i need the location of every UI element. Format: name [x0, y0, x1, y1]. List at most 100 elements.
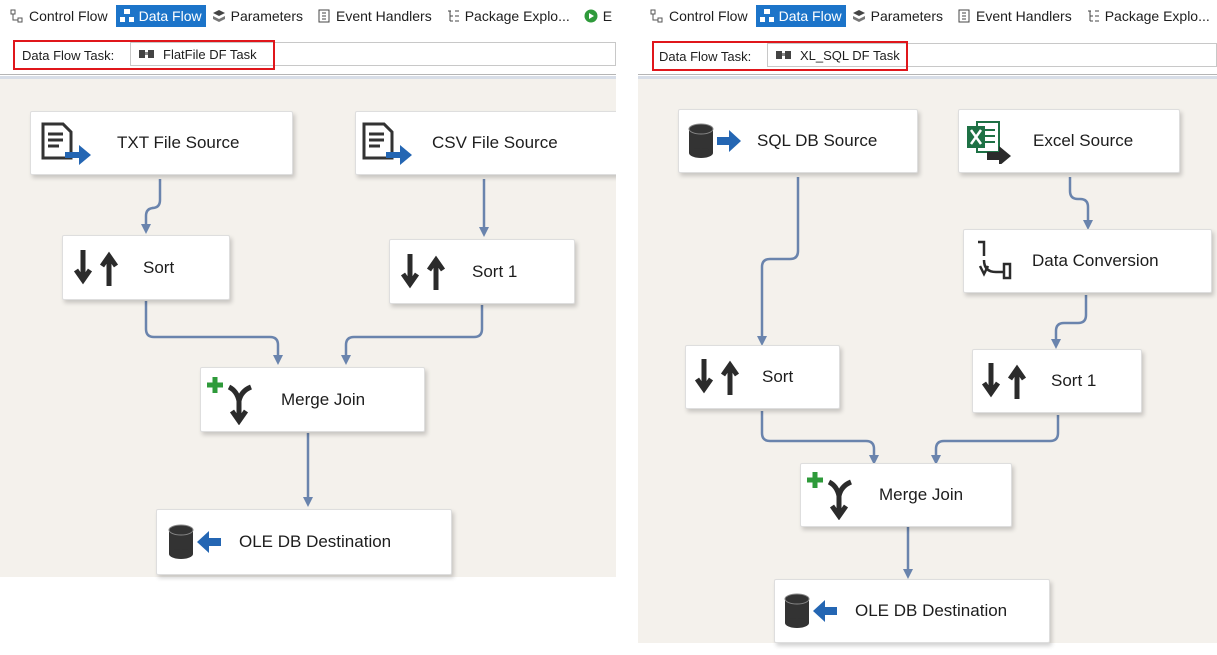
excel-source-node[interactable]: Excel Source — [958, 109, 1180, 173]
ole-db-destination-label: OLE DB Destination — [239, 532, 392, 551]
right-designer-panel: Control Flow Data Flow Parameters Event … — [638, 0, 1217, 655]
tab-package-explorer[interactable]: Package Explo... — [442, 5, 574, 27]
sort-node[interactable]: Sort — [62, 235, 230, 300]
connector-layer — [141, 179, 489, 507]
merge-join-node[interactable]: Merge Join — [800, 463, 1012, 527]
taskbar-divider — [638, 74, 1217, 75]
data-flow-task-icon — [776, 48, 792, 62]
parameters-icon — [852, 9, 866, 23]
tab-event-handlers-label: Event Handlers — [335, 8, 432, 24]
tab-package-explorer[interactable]: Package Explo... — [1082, 5, 1214, 27]
tab-execution-label: E — [602, 8, 613, 24]
merge-join-icon — [207, 376, 253, 425]
ole-db-destination-label: OLE DB Destination — [855, 601, 1008, 620]
designer-tabs: Control Flow Data Flow Parameters Event … — [646, 4, 1214, 28]
sort-1-node[interactable]: Sort 1 — [972, 349, 1142, 413]
path-sort1-to-merge — [341, 305, 484, 365]
ole-db-destination-icon — [784, 593, 837, 628]
tab-event-handlers-label: Event Handlers — [975, 8, 1072, 24]
flat-file-source-icon — [362, 122, 412, 165]
path-sort-to-merge — [144, 301, 283, 365]
flat-file-source-icon — [41, 122, 91, 165]
tab-parameters[interactable]: Parameters — [848, 5, 947, 27]
parameters-icon — [212, 9, 226, 23]
txt-file-source-node[interactable]: TXT File Source — [30, 111, 293, 175]
csv-file-source-label: CSV File Source — [432, 133, 558, 152]
left-designer-panel: Control Flow Data Flow Parameters Event … — [0, 4, 616, 577]
tab-data-flow[interactable]: Data Flow — [115, 5, 206, 27]
tab-data-flow-label: Data Flow — [138, 8, 202, 24]
data-flow-task-icon — [139, 47, 155, 61]
tab-event-handlers[interactable]: Event Handlers — [313, 5, 436, 27]
connector-layer — [757, 177, 1093, 579]
data-flow-task-label: Data Flow Task: — [22, 48, 115, 63]
path-sql-to-sort — [757, 177, 800, 346]
path-sort-to-merge — [760, 411, 879, 465]
sort-icon — [981, 363, 1027, 399]
tab-data-flow[interactable]: Data Flow — [755, 5, 846, 27]
tab-event-handlers[interactable]: Event Handlers — [953, 5, 1076, 27]
tab-parameters-label: Parameters — [230, 8, 303, 24]
merge-join-label: Merge Join — [879, 485, 964, 504]
tab-control-flow-label: Control Flow — [29, 8, 108, 24]
path-excel-to-conversion — [1068, 177, 1093, 230]
merge-join-label: Merge Join — [281, 389, 366, 409]
event-handlers-icon — [957, 9, 971, 23]
sort-icon — [73, 249, 119, 286]
tab-package-explorer-label: Package Explo... — [464, 8, 570, 24]
tab-package-explorer-label: Package Explo... — [1104, 8, 1210, 24]
taskbar-divider — [0, 74, 616, 75]
data-flow-icon — [759, 9, 774, 23]
task-highlight-box — [652, 41, 908, 71]
designer-tabs: Control Flow Data Flow Parameters Event … — [6, 4, 616, 28]
merge-join-node[interactable]: Merge Join — [200, 367, 425, 432]
sort-icon — [694, 359, 740, 395]
tab-execution[interactable]: E — [580, 5, 616, 27]
path-conversion-to-sort1 — [1051, 295, 1088, 349]
merge-join-icon — [807, 472, 853, 520]
tab-parameters-label: Parameters — [870, 8, 943, 24]
tab-parameters[interactable]: Parameters — [208, 5, 307, 27]
control-flow-icon — [10, 9, 24, 23]
data-flow-icon — [119, 9, 134, 23]
excel-source-icon — [967, 121, 1011, 164]
control-flow-icon — [650, 9, 664, 23]
task-selector-bar: Data Flow Task: XL_SQL DF Task — [638, 36, 1217, 76]
data-flow-task-dropdown[interactable]: XL_SQL DF Task — [767, 43, 1217, 67]
package-explorer-icon — [446, 9, 460, 23]
path-sort1-to-merge — [931, 415, 1060, 465]
data-flow-task-value: XL_SQL DF Task — [800, 47, 900, 63]
sort-1-label: Sort 1 — [472, 261, 518, 281]
data-conversion-node[interactable]: Data Conversion — [963, 229, 1212, 293]
data-conversion-icon — [978, 240, 1012, 280]
tab-control-flow[interactable]: Control Flow — [646, 5, 752, 27]
data-flow-canvas[interactable]: TXT File Source CSV File Source Sort Sor… — [0, 76, 616, 577]
sort-label: Sort — [143, 257, 175, 277]
excel-source-label: Excel Source — [1033, 131, 1134, 150]
tab-control-flow[interactable]: Control Flow — [6, 5, 112, 27]
ole-db-destination-node[interactable]: OLE DB Destination — [774, 579, 1050, 643]
sql-db-source-node[interactable]: SQL DB Source — [678, 109, 918, 173]
task-selector-bar: Data Flow Task: FlatFile DF Task — [0, 36, 616, 76]
sort-icon — [400, 253, 446, 290]
execute-icon — [584, 9, 598, 23]
tab-control-flow-label: Control Flow — [669, 8, 748, 24]
data-flow-task-label: Data Flow Task: — [659, 49, 752, 64]
sort-1-label: Sort 1 — [1051, 371, 1097, 390]
path-txt-to-sort — [141, 179, 162, 234]
sql-db-source-icon — [688, 123, 741, 158]
ole-db-destination-icon — [168, 524, 221, 559]
txt-file-source-label: TXT File Source — [117, 133, 240, 152]
data-flow-canvas[interactable]: SQL DB Source Excel Source Data Conversi… — [638, 76, 1217, 643]
event-handlers-icon — [317, 9, 331, 23]
sort-node[interactable]: Sort — [685, 345, 840, 409]
data-flow-task-dropdown[interactable]: FlatFile DF Task — [130, 42, 616, 66]
sort-1-node[interactable]: Sort 1 — [389, 239, 575, 304]
task-highlight-box — [13, 40, 275, 70]
package-explorer-icon — [1086, 9, 1100, 23]
sort-label: Sort — [762, 367, 794, 386]
ole-db-destination-node[interactable]: OLE DB Destination — [156, 509, 452, 575]
csv-file-source-node[interactable]: CSV File Source — [355, 111, 616, 175]
data-conversion-label: Data Conversion — [1032, 251, 1159, 270]
sql-db-source-label: SQL DB Source — [757, 131, 878, 150]
